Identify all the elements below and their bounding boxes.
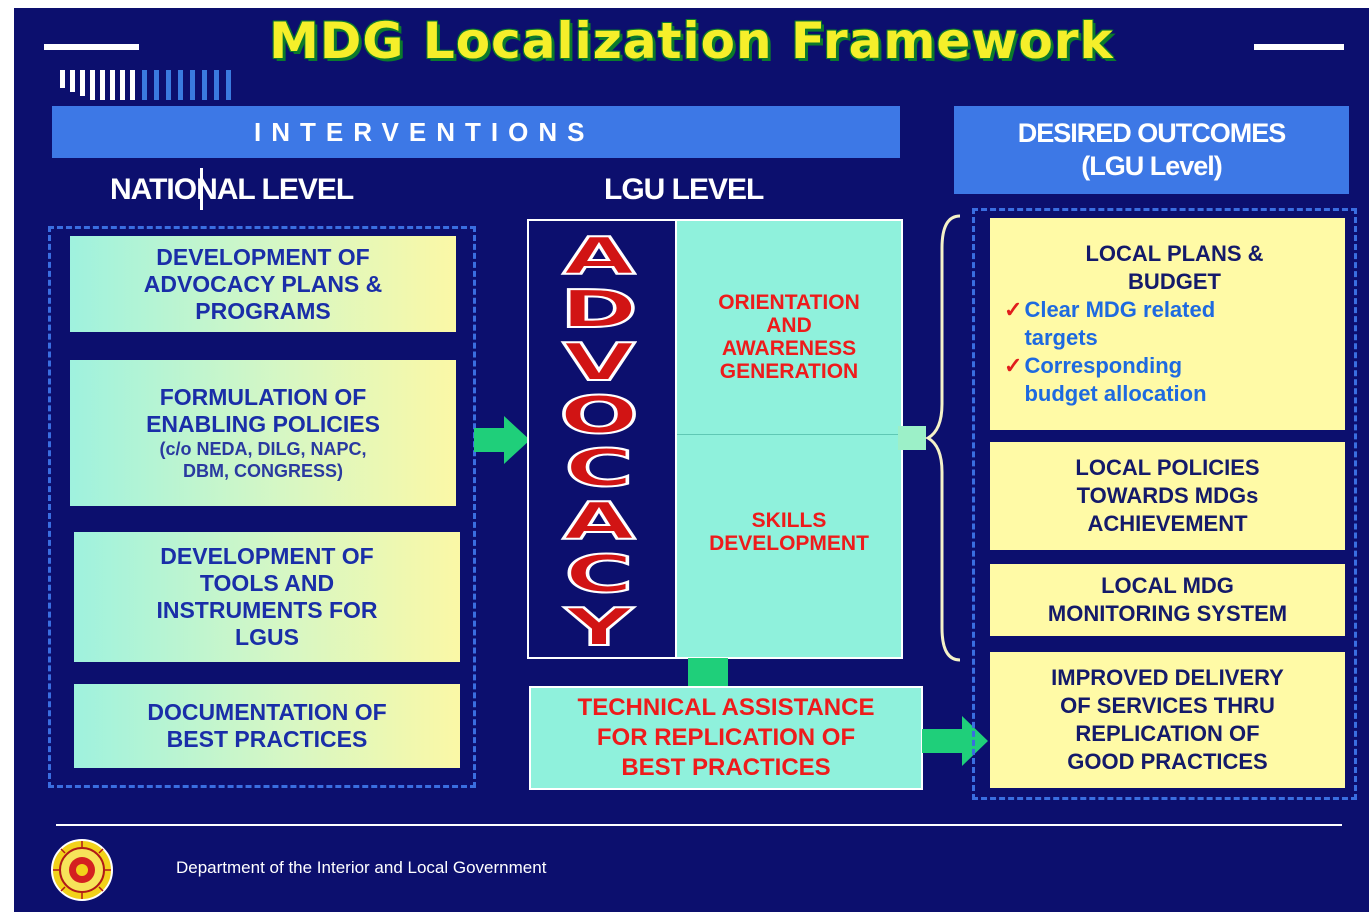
brace-connector-icon xyxy=(898,214,961,662)
outcome-check-line: budget allocation xyxy=(1024,381,1207,406)
advocacy-column: A D V O C A C Y xyxy=(529,221,675,657)
lgu-item-line: DEVELOPMENT xyxy=(709,532,869,555)
national-item-documentation: DOCUMENTATION OF BEST PRACTICES xyxy=(74,684,460,768)
technical-assistance-line: TECHNICAL ASSISTANCE xyxy=(577,694,875,721)
outcome-monitoring-system: LOCAL MDG MONITORING SYSTEM xyxy=(990,564,1345,636)
outcome-line: LOCAL POLICIES xyxy=(1075,455,1260,480)
desired-outcomes-line2: (LGU Level) xyxy=(1081,151,1223,181)
national-item-line: ADVOCACY PLANS & xyxy=(143,270,383,297)
national-item-tools-instruments: DEVELOPMENT OF TOOLS AND INSTRUMENTS FOR… xyxy=(74,532,460,662)
national-item-enabling-policies: FORMULATION OF ENABLING POLICIES (c/o NE… xyxy=(70,360,456,506)
outcome-check-line: targets xyxy=(1024,325,1098,350)
lgu-item-line: AND xyxy=(766,314,812,337)
slide: MDG Localization Framework INTERVENTIONS… xyxy=(14,8,1369,912)
interventions-banner: INTERVENTIONS xyxy=(52,106,900,158)
arrow-technical-to-outcome-icon xyxy=(922,716,988,766)
national-item-subtext: DBM, CONGRESS) xyxy=(182,461,343,481)
national-item-line: LGUS xyxy=(235,624,299,650)
desired-outcomes-line1: DESIRED OUTCOMES xyxy=(1017,118,1287,148)
advocacy-letter: A xyxy=(561,492,637,552)
national-item-line: DOCUMENTATION OF xyxy=(147,699,387,725)
lgu-item-skills: SKILLS DEVELOPMENT xyxy=(679,509,899,555)
lgu-advocacy-block: A D V O C A C Y ORIENTATION AND AWARENES… xyxy=(527,219,903,659)
technical-assistance-line: FOR REPLICATION OF xyxy=(596,724,856,751)
national-item-line: INSTRUMENTS FOR xyxy=(156,597,378,623)
outcome-line: REPLICATION OF xyxy=(1075,721,1260,746)
checkmark-icon: ✓ xyxy=(1004,353,1023,378)
national-level-header: NATIONAL LEVEL xyxy=(110,173,354,206)
advocacy-letter: Y xyxy=(563,598,634,658)
outcome-line: MONITORING SYSTEM xyxy=(1047,601,1288,626)
outcome-line: OF SERVICES THRU xyxy=(1060,693,1275,718)
outcome-check-line: Clear MDG related xyxy=(1024,297,1216,322)
lgu-item-line: ORIENTATION xyxy=(718,291,860,314)
title-line-right xyxy=(1254,44,1344,50)
national-item-advocacy-plans: DEVELOPMENT OF ADVOCACY PLANS & PROGRAMS xyxy=(70,236,456,332)
lgu-item-line: AWARENESS xyxy=(721,337,857,360)
dilg-seal-logo xyxy=(51,839,113,901)
outcome-line: LOCAL MDG xyxy=(1101,573,1234,598)
advocacy-letter: V xyxy=(561,333,637,393)
lgu-item-line: SKILLS xyxy=(751,509,827,532)
lgu-item-divider xyxy=(677,434,901,435)
advocacy-letter: O xyxy=(557,386,640,446)
slide-title: MDG Localization Framework xyxy=(269,12,1114,70)
advocacy-letter: C xyxy=(563,545,635,605)
outcome-local-policies: LOCAL POLICIES TOWARDS MDGs ACHIEVEMENT xyxy=(990,442,1345,550)
national-item-line: DEVELOPMENT OF xyxy=(156,243,370,270)
outcome-check-item: ✓ Clear MDG related targets xyxy=(1004,296,1215,352)
technical-assistance-box: TECHNICAL ASSISTANCE FOR REPLICATION OF … xyxy=(529,686,923,790)
lgu-level-header: LGU LEVEL xyxy=(604,173,764,206)
interventions-label: INTERVENTIONS xyxy=(254,116,595,147)
outcome-check-item: ✓ Corresponding budget allocation xyxy=(1004,352,1207,408)
arrow-technical-to-lgu-icon xyxy=(688,658,728,688)
national-item-line: FORMULATION OF xyxy=(159,384,367,410)
national-item-line: PROGRAMS xyxy=(195,297,331,324)
footer-divider xyxy=(56,824,1342,826)
advocacy-divider xyxy=(675,221,677,657)
arrow-national-to-lgu-icon xyxy=(474,416,530,464)
outcome-line: IMPROVED DELIVERY xyxy=(1051,665,1284,690)
outcomes-container xyxy=(972,208,1357,800)
outcome-improved-delivery: IMPROVED DELIVERY OF SERVICES THRU REPLI… xyxy=(990,652,1345,788)
national-item-line: TOOLS AND xyxy=(199,570,335,596)
checkmark-icon: ✓ xyxy=(1004,297,1023,322)
outcome-line: BUDGET xyxy=(1128,269,1221,294)
national-item-line: ENABLING POLICIES xyxy=(146,411,380,437)
advocacy-letter: C xyxy=(563,439,635,499)
footer-department-name: Department of the Interior and Local Gov… xyxy=(176,858,547,877)
outcome-line: GOOD PRACTICES xyxy=(1067,749,1268,774)
outcome-line: ACHIEVEMENT xyxy=(1087,511,1248,536)
desired-outcomes-header: DESIRED OUTCOMES (LGU Level) xyxy=(954,106,1349,194)
outcome-line: TOWARDS MDGs xyxy=(1076,483,1259,508)
advocacy-letter: D xyxy=(558,280,639,340)
national-level-container xyxy=(48,226,476,788)
title-line-left xyxy=(44,44,139,50)
outcome-line: LOCAL PLANS & xyxy=(1085,241,1264,266)
advocacy-letter: A xyxy=(561,227,637,287)
lgu-item-orientation: ORIENTATION AND AWARENESS GENERATION xyxy=(679,291,899,383)
technical-assistance-line: BEST PRACTICES xyxy=(621,754,831,781)
national-item-subtext: (c/o NEDA, DILG, NAPC, xyxy=(159,439,367,459)
national-item-line: BEST PRACTICES xyxy=(166,726,368,752)
lgu-item-line: GENERATION xyxy=(719,360,859,383)
outcome-check-line: Corresponding xyxy=(1024,353,1183,378)
outcome-local-plans-budget: LOCAL PLANS & BUDGET ✓ Clear MDG related… xyxy=(990,218,1345,430)
national-item-line: DEVELOPMENT OF xyxy=(160,543,374,569)
